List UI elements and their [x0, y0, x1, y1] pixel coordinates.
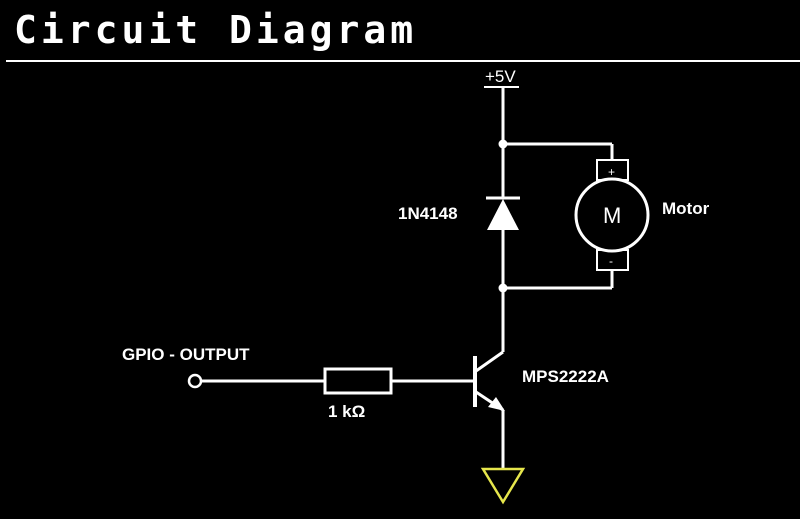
diode-symbol	[486, 196, 520, 230]
motor-m-label: M	[603, 203, 621, 228]
transistor-symbol	[473, 350, 504, 412]
wires	[201, 87, 614, 468]
emitter-arrow	[488, 397, 505, 411]
page-title: Circuit Diagram	[14, 8, 418, 52]
diode-label: 1N4148	[398, 204, 458, 223]
title-divider	[6, 60, 800, 62]
input-label: GPIO - OUTPUT	[122, 345, 250, 364]
resistor-label: 1 kΩ	[328, 402, 365, 421]
junction-bottom	[498, 283, 508, 293]
supply-terminal: +5V	[484, 67, 519, 88]
resistor-symbol	[323, 367, 393, 395]
transistor-label: MPS2222A	[522, 367, 609, 386]
motor-plus-label: +	[608, 165, 615, 179]
motor-label: Motor	[662, 199, 710, 218]
supply-label: +5V	[485, 67, 516, 86]
junction-top	[498, 139, 508, 149]
motor-minus-label: -	[609, 254, 613, 268]
ground-icon	[480, 467, 526, 505]
input-terminal	[187, 373, 203, 389]
motor-symbol: + - M	[574, 159, 650, 271]
